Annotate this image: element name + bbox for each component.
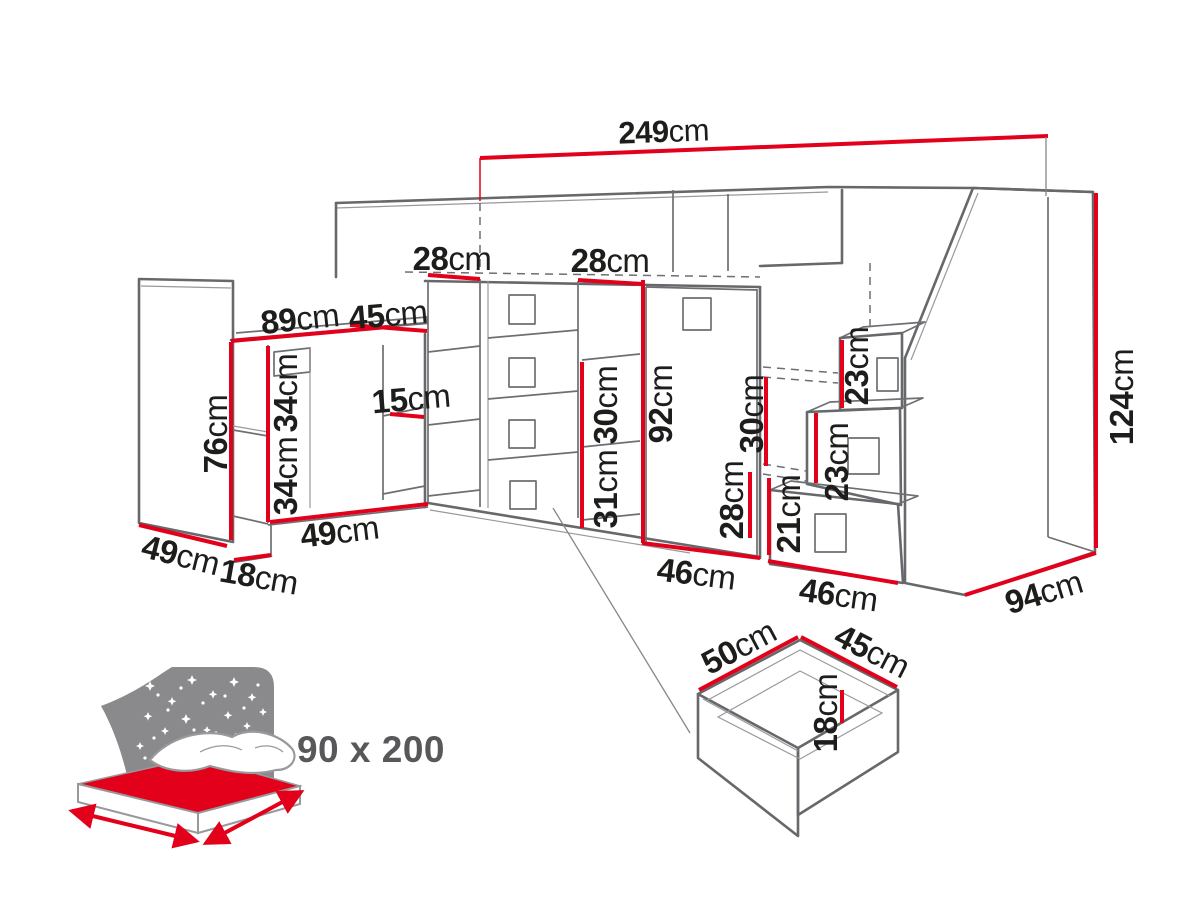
drawer-detail: [696, 638, 900, 838]
drawer-handle-icon: [508, 357, 536, 388]
dim-overall-width: 249cm: [618, 112, 710, 150]
niche-hidden-edges: [762, 366, 839, 482]
dim-shelf-column-width: 28cm: [413, 240, 492, 277]
drawer-handle-icon: [508, 294, 536, 325]
dim-drawer-column-width: 28cm: [571, 242, 650, 279]
duvet-fold: [199, 745, 243, 753]
step-drawer-handle-icon: [814, 513, 847, 553]
duvet-fold: [254, 745, 284, 753]
dim-bookcase-shelf-upper: 34cm: [267, 354, 304, 433]
dimension-lines: [138, 134, 1098, 723]
single-bed-icon: 90 x 200: [68, 667, 445, 849]
stars: [136, 675, 267, 760]
drawer-handle-icon: [509, 480, 537, 510]
length-arrow-icon: [202, 790, 305, 845]
dim-wardrobe-height: 92cm: [642, 365, 679, 444]
dim-middle-shelf-lower: 31cm: [587, 450, 624, 529]
dim-step-bottom: 21cm: [770, 475, 807, 554]
dim-stairs-width: 46cm: [797, 571, 880, 619]
mattress-size-label: 90 x 200: [297, 729, 445, 770]
dim-step-top: 23cm: [838, 327, 875, 406]
dim-niche-lower: 28cm: [713, 461, 750, 540]
step-drawer-handle-icon: [847, 437, 880, 475]
dim-niche-upper: 30cm: [733, 375, 770, 454]
dim-desk-width: 89cm: [259, 296, 341, 341]
width-arrow-icon: [68, 803, 200, 849]
dim-desk-depth: 49cm: [298, 508, 381, 554]
dim-plinth-height: 18cm: [217, 552, 301, 602]
furniture-outline: [137, 185, 1097, 838]
cabinet-row: [426, 279, 762, 560]
step-drawer-handle-icon: [876, 357, 899, 392]
dim-bookcase-shelf-lower: 34cm: [267, 437, 304, 516]
dim-overall-height: 124cm: [1103, 349, 1140, 446]
dim-desk-return-width: 45cm: [347, 293, 429, 337]
dim-step-middle: 23cm: [818, 423, 855, 502]
dim-desk-shelf-height: 15cm: [370, 377, 452, 421]
duvet: [148, 730, 296, 775]
dim-drawer-height: 18cm: [807, 674, 844, 753]
drawer-handle-icon: [508, 419, 536, 449]
dim-wardrobe-width: 46cm: [655, 550, 738, 596]
dim-bookcase-height: 76cm: [197, 395, 234, 474]
dim-middle-shelf-upper: 30cm: [587, 366, 624, 445]
drawer-leader-line: [552, 507, 691, 734]
wardrobe-door-handle-icon: [682, 297, 712, 331]
